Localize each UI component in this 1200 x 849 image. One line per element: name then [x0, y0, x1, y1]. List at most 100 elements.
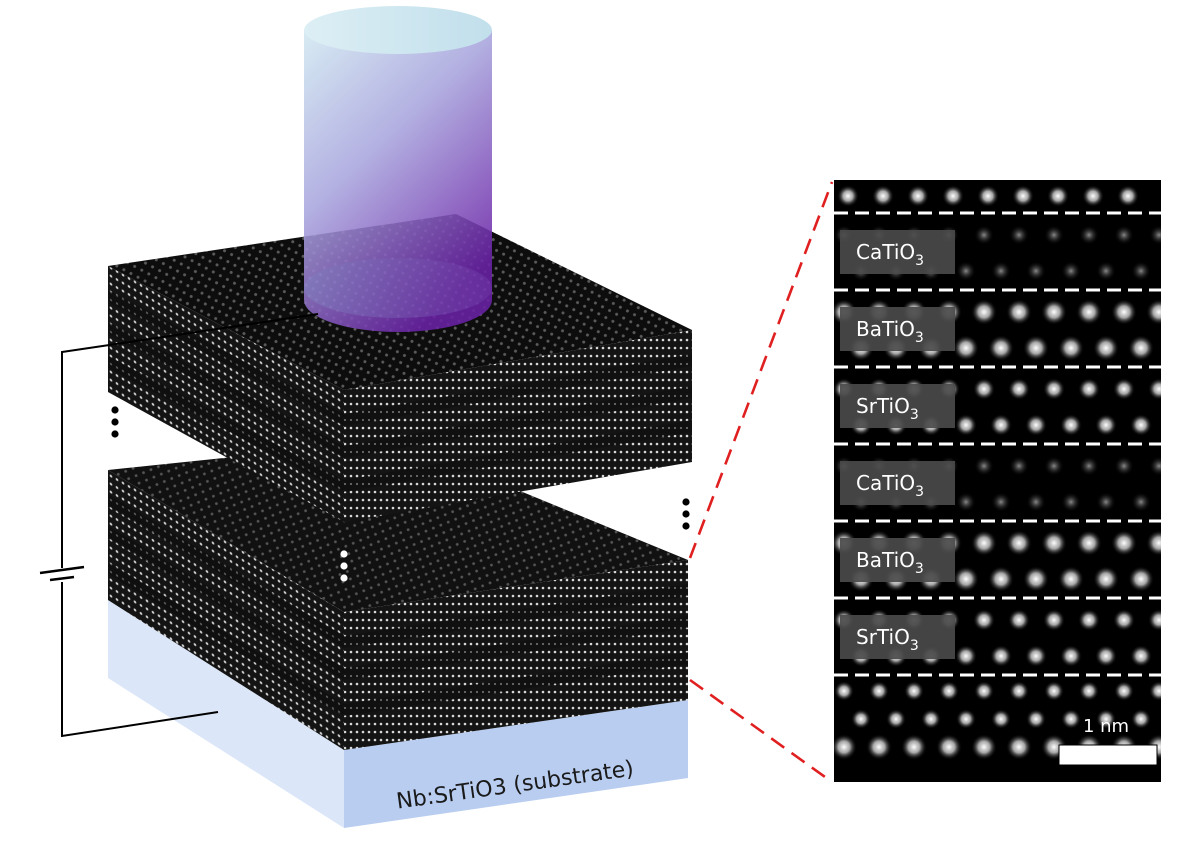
- zoom-line-bottom: [689, 678, 833, 784]
- atom-column: [991, 261, 1011, 281]
- atom-column: [1026, 492, 1046, 512]
- zoom-line-top: [688, 181, 834, 559]
- layer-label: BaTiO3: [840, 307, 955, 351]
- atom-column: [1044, 225, 1064, 245]
- atom-column: [1009, 456, 1029, 476]
- atom-column: [1009, 225, 1029, 245]
- layer-label-box: [840, 307, 955, 351]
- layer-label: SrTiO3: [840, 384, 955, 428]
- atom-column: [1146, 299, 1161, 325]
- atom-column: [974, 225, 994, 245]
- atom-column: [872, 185, 894, 207]
- atom-column: [1096, 261, 1116, 281]
- atom-column: [921, 709, 941, 729]
- beam-top: [304, 6, 492, 54]
- atom-column: [1006, 299, 1032, 325]
- atom-column: [1025, 414, 1047, 436]
- atom-column: [1060, 414, 1082, 436]
- atom-column: [1128, 335, 1154, 361]
- atom-column: [869, 681, 889, 701]
- atom-column: [1041, 530, 1067, 556]
- atom-column: [1060, 645, 1082, 667]
- atom-column: [1093, 566, 1119, 592]
- atom-column: [866, 734, 892, 760]
- atom-column: [956, 709, 976, 729]
- layer-label: BaTiO3: [840, 538, 955, 582]
- circuit: [39, 313, 319, 738]
- lower-stack-top-face: [108, 440, 688, 612]
- lower-band-side-3: [108, 562, 344, 716]
- atom-column: [971, 734, 997, 760]
- lower-stack: [108, 440, 688, 750]
- atom-column: [834, 681, 854, 701]
- atom-column: [1130, 414, 1152, 436]
- substrate-side-face: [108, 600, 344, 828]
- atom-column: [834, 734, 857, 760]
- atom-column: [1096, 492, 1116, 512]
- battery-plate-short: [49, 575, 75, 582]
- atom-column: [977, 185, 999, 207]
- layer-label-box: [840, 615, 955, 659]
- ellipsis-left: [111, 406, 119, 438]
- atom-column: [1076, 530, 1102, 556]
- electrode-beam: [304, 6, 492, 332]
- lower-band-2: [344, 616, 688, 680]
- atom-column: [1113, 609, 1135, 631]
- atom-column: [1006, 734, 1032, 760]
- lower-band-3: [344, 652, 688, 716]
- layer-label: CaTiO3: [840, 230, 955, 274]
- atom-column: [1079, 681, 1099, 701]
- atom-column: [956, 492, 976, 512]
- atom-column: [1076, 299, 1102, 325]
- atom-column: [973, 378, 995, 400]
- lower-band-side-2: [108, 526, 344, 680]
- beam-body: [304, 30, 492, 332]
- beam-base: [304, 258, 492, 318]
- atom-column: [955, 414, 977, 436]
- layer-label-text: CaTiO3: [856, 240, 924, 269]
- atom-column: [990, 645, 1012, 667]
- atom-column: [971, 530, 997, 556]
- upper-band-1: [344, 354, 692, 426]
- substrate-front-face: [344, 700, 688, 828]
- layer-label-box: [840, 538, 955, 582]
- atom-column: [1130, 645, 1152, 667]
- atom-column: [1044, 456, 1064, 476]
- atom-column: [988, 335, 1014, 361]
- atom-column: [1111, 299, 1137, 325]
- ellipsis-middle: [340, 550, 348, 582]
- upper-band-side-3: [108, 356, 344, 492]
- atom-column: [1008, 609, 1030, 631]
- atom-column: [1047, 185, 1069, 207]
- atom-column: [1026, 709, 1046, 729]
- atom-column: [991, 709, 1011, 729]
- atom-column: [973, 609, 995, 631]
- atom-column: [1131, 492, 1151, 512]
- layer-label-text: BaTiO3: [856, 317, 924, 346]
- upper-band-2: [344, 386, 692, 458]
- atom-column: [953, 566, 979, 592]
- atom-column: [953, 335, 979, 361]
- atom-column: [837, 185, 859, 207]
- atom-column: [1043, 378, 1065, 400]
- scale-bar-label: 1 nm: [1083, 716, 1129, 737]
- atom-column: [1146, 530, 1161, 556]
- upper-band-side-2: [108, 322, 344, 458]
- layer-label: CaTiO3: [840, 461, 955, 505]
- atom-column: [1113, 378, 1135, 400]
- layer-label-text: CaTiO3: [856, 471, 924, 500]
- atom-column: [936, 734, 962, 760]
- atom-column: [886, 709, 906, 729]
- layer-label-box: [840, 461, 955, 505]
- lower-band-1: [344, 584, 688, 648]
- atom-column: [1026, 261, 1046, 281]
- scale-bar-group: 1 nm: [1058, 716, 1158, 766]
- atom-column: [1079, 225, 1099, 245]
- atom-column: [1131, 709, 1151, 729]
- lower-band-side-1: [108, 494, 344, 648]
- atom-column: [939, 681, 959, 701]
